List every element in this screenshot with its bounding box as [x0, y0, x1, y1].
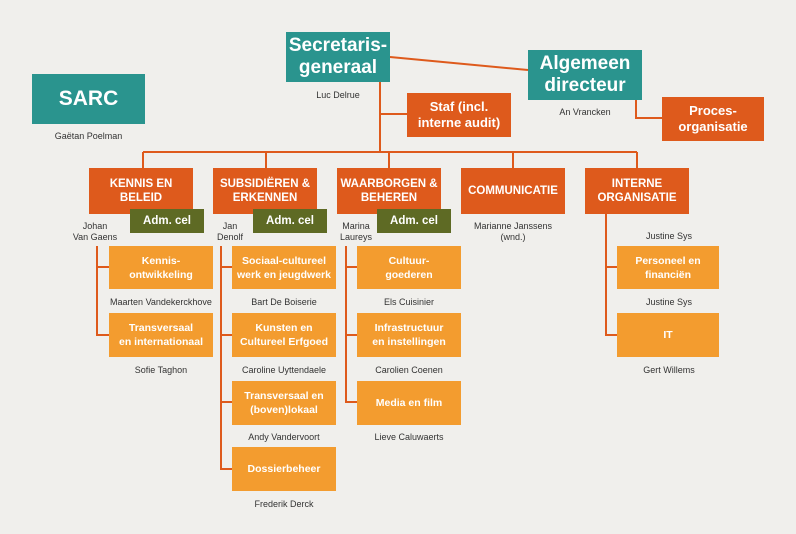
connector-units-5 [605, 214, 617, 336]
unit-personeel-financien-person: Justine Sys [645, 297, 693, 307]
connector-ad-proces [635, 100, 662, 119]
secretaris-generaal-person: Luc Delrue [316, 90, 360, 100]
connector-units-3 [345, 246, 357, 403]
unit-transversaal-internationaal-person: Sofie Taghon [134, 365, 188, 375]
procesorganisatie-box: Proces- organisatie [662, 97, 764, 141]
connector-units-2 [220, 246, 232, 470]
dept-kennis-beleid-head: Johan Van Gaens [72, 221, 118, 242]
dept-interne-organisatie: INTERNE ORGANISATIE [585, 168, 689, 214]
dept-waarborgen-beheren-head: Marina Laureys [339, 221, 373, 242]
unit-it-person: Gert Willems [643, 365, 695, 375]
unit-kunsten-erfgoed-person: Caroline Uyttendaele [241, 365, 327, 375]
unit-kennisontwikkeling: Kennis- ontwikkeling [109, 246, 213, 289]
unit-cultuurgoederen: Cultuur- goederen [357, 246, 461, 289]
sarc-person: Gaëtan Poelman [54, 131, 123, 141]
unit-sociaal-cultureel-werk-person: Bart De Boiserie [251, 297, 317, 307]
adm-cel-3: Adm. cel [377, 209, 451, 233]
unit-dossierbeheer-person: Frederik Derck [254, 499, 314, 509]
secretaris-generaal-box: Secretaris- generaal [286, 32, 390, 82]
connector-units-1 [96, 246, 109, 336]
unit-transversaal-internationaal: Transversaal en internationaal [109, 313, 213, 357]
unit-transversaal-lokaal-person: Andy Vandervoort [248, 432, 320, 442]
staf-box: Staf (incl. interne audit) [407, 93, 511, 137]
unit-personeel-financien: Personeel en financiën [617, 246, 719, 289]
dept-kennis-beleid: KENNIS EN BELEID [89, 168, 193, 214]
unit-it: IT [617, 313, 719, 357]
dept-communicatie: COMMUNICATIE [461, 168, 565, 214]
unit-kennisontwikkeling-person: Maarten Vandekerckhove [110, 297, 212, 307]
dept-subsidieren-erkennen-head: Jan Denolf [216, 221, 243, 242]
unit-infrastructuur-instellingen: Infrastructuur en instellingen [357, 313, 461, 357]
algemeen-directeur-person: An Vrancken [559, 107, 611, 117]
unit-transversaal-lokaal: Transversaal en (boven)lokaal [232, 381, 336, 425]
dept-interne-organisatie-head: Justine Sys [645, 231, 693, 241]
dept-waarborgen-beheren: WAARBORGEN & BEHEREN [337, 168, 441, 214]
unit-kunsten-erfgoed: Kunsten en Cultureel Erfgoed [232, 313, 336, 357]
unit-dossierbeheer: Dossierbeheer [232, 447, 336, 491]
unit-media-film: Media en film [357, 381, 461, 425]
unit-media-film-person: Lieve Caluwaerts [374, 432, 444, 442]
connector-sg-ad [389, 56, 529, 71]
adm-cel-1: Adm. cel [130, 209, 204, 233]
unit-infrastructuur-instellingen-person: Carolien Coenen [375, 365, 443, 375]
adm-cel-2: Adm. cel [253, 209, 327, 233]
dept-subsidieren-erkennen: SUBSIDIËREN & ERKENNEN [213, 168, 317, 214]
algemeen-directeur-box: Algemeen directeur [528, 50, 642, 100]
sarc-box: SARC [32, 74, 145, 124]
unit-sociaal-cultureel-werk: Sociaal-cultureel werk en jeugdwerk [232, 246, 336, 289]
dept-communicatie-head: Marianne Janssens (wnd.) [473, 221, 553, 242]
unit-cultuurgoederen-person: Els Cuisinier [383, 297, 434, 307]
